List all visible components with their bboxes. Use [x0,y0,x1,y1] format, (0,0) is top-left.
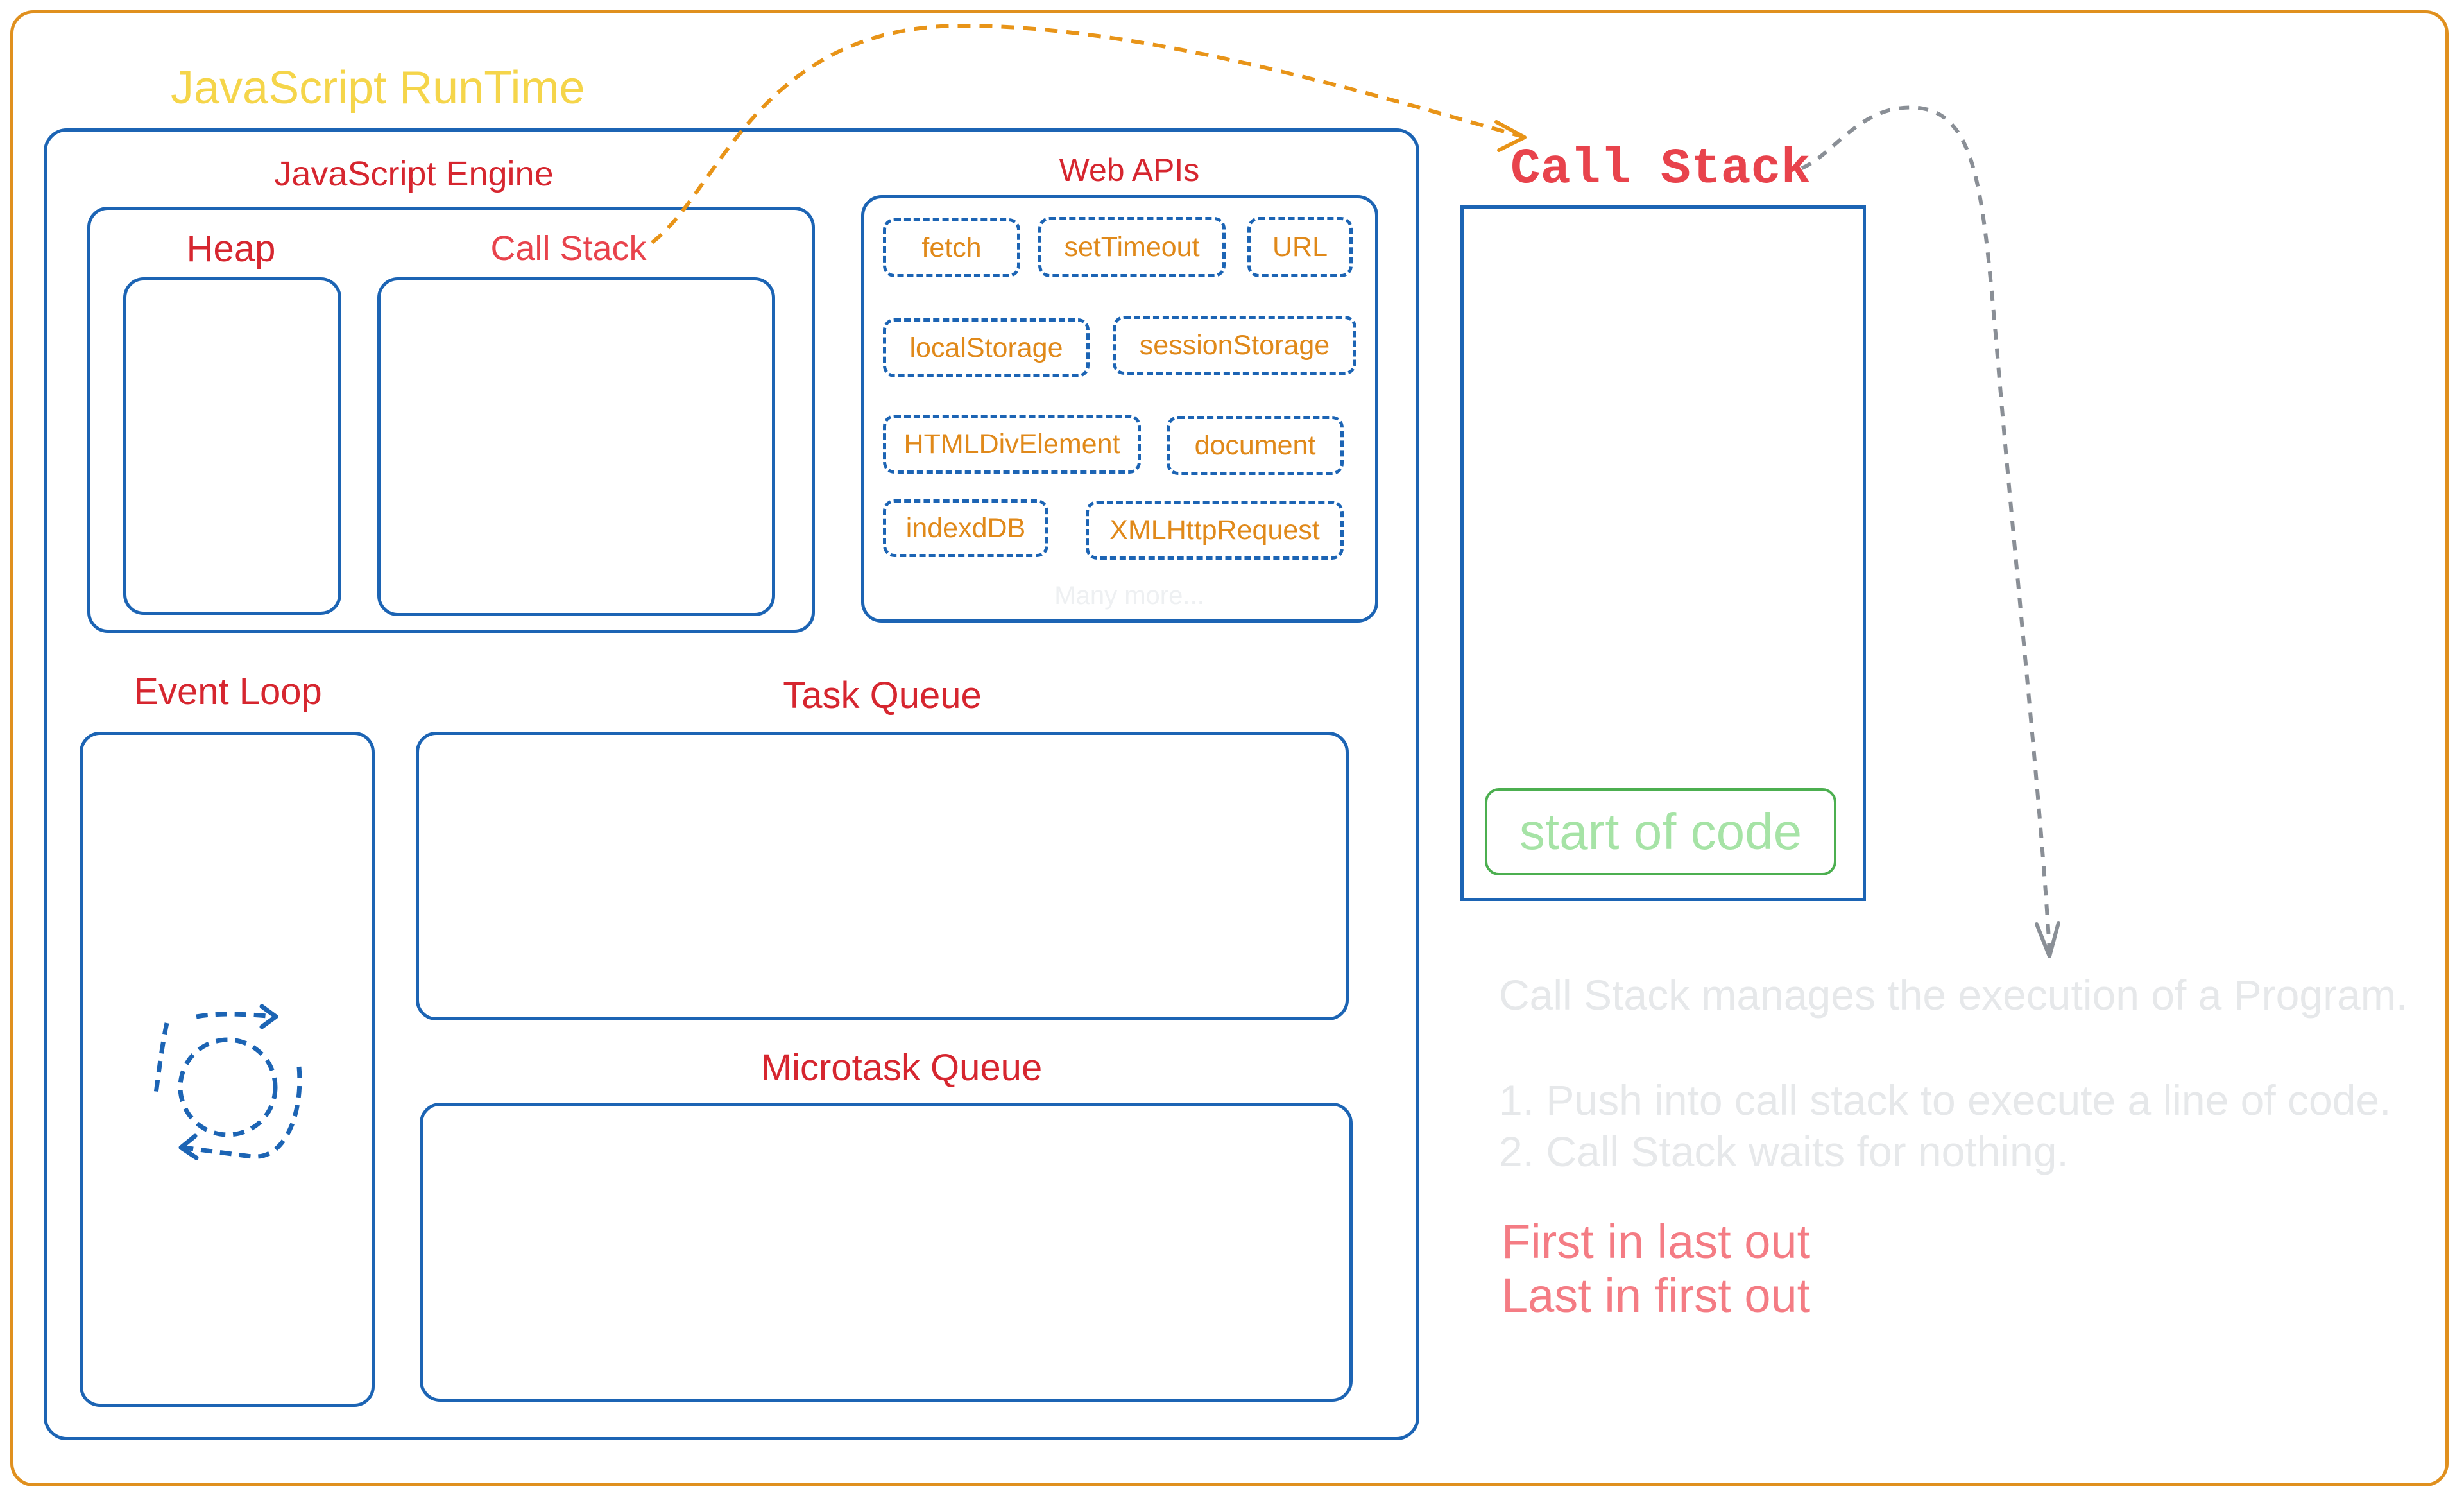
call-stack-box [1460,205,1866,901]
microtask-queue-label: Microtask Queue [760,1047,1043,1089]
api-settimeout: setTimeout [1038,217,1226,277]
engine-title: JavaScript Engine [274,155,554,193]
engine-to-call-stack-arrowhead [1494,120,1527,152]
runtime-title: JavaScript RunTime [171,62,585,114]
call-stack-point-2: 2. Call Stack waits for nothing. [1499,1128,2069,1175]
engine-call-stack-label: Call Stack [490,229,647,268]
task-queue-label: Task Queue [783,675,982,716]
outer-frame [10,10,2449,1486]
task-queue-box [416,732,1349,1020]
web-apis-container [861,195,1378,623]
api-indexddb: indexdDB [883,499,1048,557]
rule-last-in-first-out: Last in first out [1502,1269,1811,1322]
event-loop-box [80,732,375,1407]
call-stack-point-1: 1. Push into call stack to execute a lin… [1499,1076,2391,1124]
microtask-queue-box [420,1103,1353,1402]
circular-arrows-icon [153,1004,302,1160]
api-htmldivelement: HTMLDivElement [883,415,1141,474]
event-loop-label: Event Loop [133,671,322,712]
api-localstorage: localStorage [883,318,1090,377]
api-document: document [1167,416,1344,475]
heap-box [123,277,341,615]
api-xmlhttprequest: XMLHttpRequest [1086,501,1344,560]
call-stack-to-notes-arrow [1801,105,2051,951]
engine-call-stack-box [377,277,775,616]
web-apis-more: Many more... [1054,581,1204,610]
web-apis-title: Web APIs [1059,152,1200,188]
api-url: URL [1247,217,1353,277]
runtime-container [44,128,1419,1440]
engine-to-call-stack-arrow [651,23,1521,245]
start-of-code-frame: start of code [1485,788,1836,875]
heap-label: Heap [186,228,276,270]
rule-first-in-last-out: First in last out [1502,1215,1811,1268]
api-sessionstorage: sessionStorage [1113,316,1356,375]
call-stack-description: Call Stack manages the execution of a Pr… [1499,971,2408,1019]
call-stack-to-notes-arrowhead [2035,921,2060,958]
engine-container [87,207,815,633]
call-stack-title: Call Stack [1510,141,1811,198]
api-fetch: fetch [883,218,1020,277]
